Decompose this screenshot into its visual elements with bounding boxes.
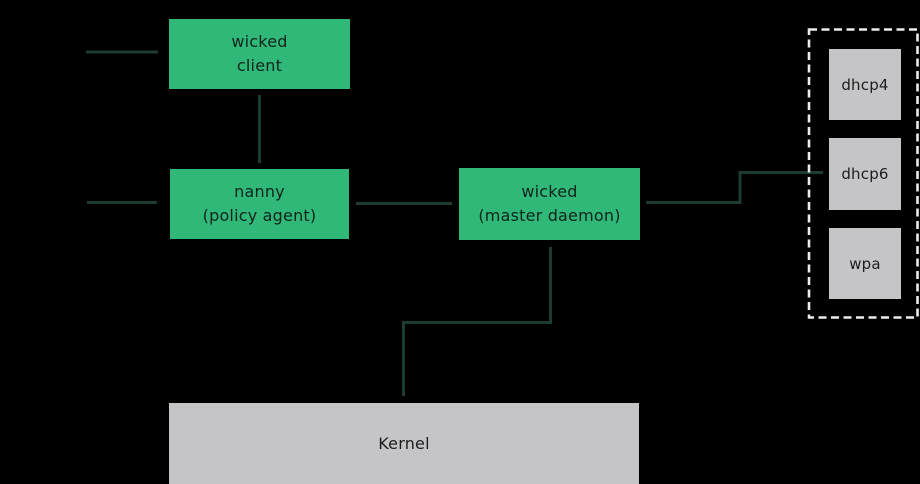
node-wpa: wpa <box>829 228 901 299</box>
node-wicked-master-label: wicked (master daemon) <box>478 182 621 225</box>
connector-master-to-supplicants <box>646 171 823 204</box>
node-dhcp6: dhcp6 <box>829 138 901 210</box>
node-dhcp4: dhcp4 <box>829 49 901 120</box>
node-kernel: Kernel <box>169 403 639 484</box>
node-nanny-label: nanny (policy agent) <box>202 182 317 225</box>
node-wicked-client: wicked client <box>169 19 350 89</box>
supplicants-dashed-border <box>807 28 919 319</box>
node-wicked-master-daemon: wicked (master daemon) <box>459 168 640 240</box>
node-wpa-label: wpa <box>849 254 881 273</box>
node-dhcp6-label: dhcp6 <box>841 165 889 183</box>
node-dhcp4-label: dhcp4 <box>841 75 889 94</box>
node-kernel-label: Kernel <box>378 433 430 453</box>
node-nanny-policy-agent: nanny (policy agent) <box>170 169 349 239</box>
connector-master-to-kernel <box>402 247 552 396</box>
node-wicked-client-label: wicked client <box>231 32 288 75</box>
